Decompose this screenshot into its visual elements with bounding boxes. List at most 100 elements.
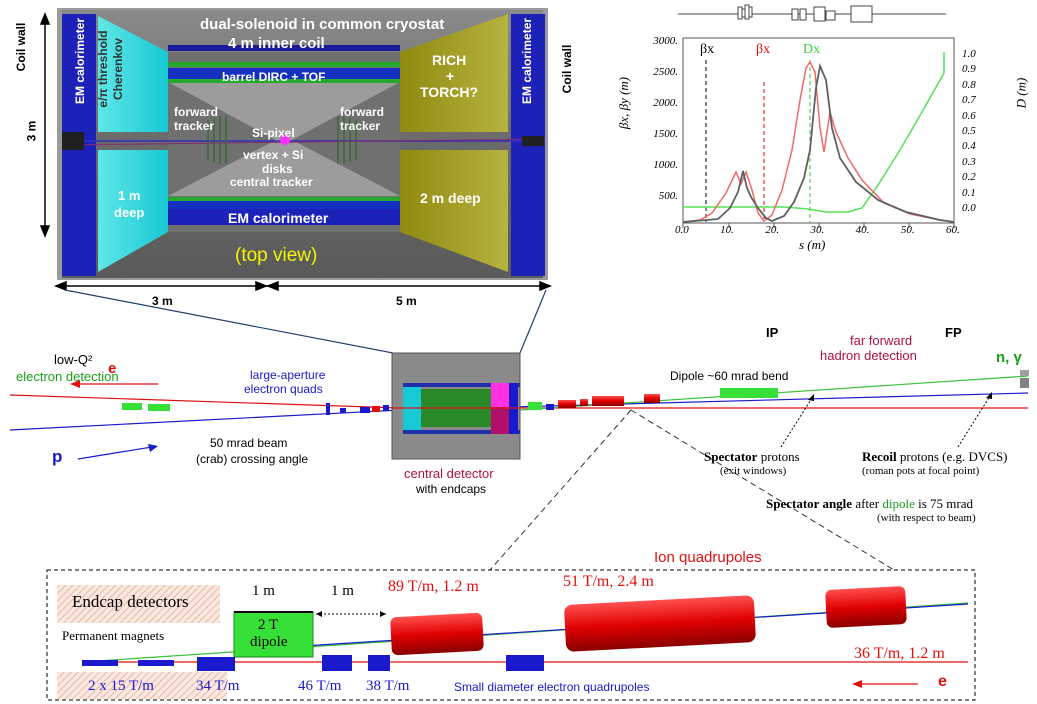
optics-y-tick-right: 0.9 xyxy=(962,63,976,76)
central-detector-label-1: central detector xyxy=(404,466,494,481)
rich-label-3: TORCH? xyxy=(420,84,479,100)
crossing-angle-label-2: (crab) crossing angle xyxy=(196,452,309,466)
optics-y-tick-right: 0.5 xyxy=(962,125,976,137)
optics-x-tick: 40. xyxy=(855,224,870,236)
optics-y-tick-left: 3000. xyxy=(653,35,678,47)
optics-y-tick-left: 2500. xyxy=(653,66,678,78)
optics-y-tick-right: 0.2 xyxy=(962,171,976,184)
optics-y-tick-left: 500. xyxy=(658,190,678,202)
one-m-deep-label-2: deep xyxy=(114,205,145,220)
barrel-dirc-label: barrel DIRC + TOF xyxy=(222,70,326,84)
proton-beam-label: p xyxy=(52,447,63,466)
spectator-angle-sub-label: (with respect to beam) xyxy=(877,512,976,524)
two-m-deep-label: 2 m deep xyxy=(420,190,481,206)
optics-y-tick-right: 0.1 xyxy=(962,186,976,199)
spectator-bold: Spectator xyxy=(704,449,758,464)
fp-label: FP xyxy=(945,325,962,340)
dipole-length-label: 1 m xyxy=(252,583,275,599)
dipole-bend-label: Dipole ~60 mrad bend xyxy=(670,369,789,383)
optics-y-tick-right: 1.0 xyxy=(962,48,976,60)
ion-quadrupoles-label: Ion quadrupoles xyxy=(654,549,762,566)
quad3-label: 36 T/m, 1.2 m xyxy=(854,645,945,662)
large-aperture-label-2: electron quads xyxy=(244,382,323,396)
low-q2-label-2: electron detection xyxy=(16,369,119,384)
optics-y-tick-left: 1500. xyxy=(653,128,678,140)
optics-x-tick: 0.0 xyxy=(675,224,689,236)
small-quads-label: Small diameter electron quadrupoles xyxy=(454,680,650,694)
optics-label-betax-black: βx xyxy=(700,42,715,57)
spectator-angle-label: Spectator angle after dipole is 75 mrad xyxy=(766,496,973,512)
pm1-label: 2 x 15 T/m xyxy=(88,678,154,694)
optics-label-betax-red: βx xyxy=(756,42,771,57)
optics-x-tick: 10. xyxy=(720,224,734,236)
recoil-sub-label: (roman pots at focal point) xyxy=(862,465,980,477)
optics-x-tick: 60. xyxy=(946,224,960,236)
large-aperture-label-1: large-aperture xyxy=(250,368,326,382)
spectator-angle-bold: Spectator angle xyxy=(766,496,853,511)
optics-y-tick-right: 0.6 xyxy=(962,109,976,122)
recoil-protons-label: Recoil protons (e.g. DVCS) xyxy=(862,449,1008,465)
pm3-label: 46 T/m xyxy=(298,678,342,694)
detector-title-line2: 4 m inner coil xyxy=(228,35,325,52)
optics-y-tick-right: 0.4 xyxy=(962,140,976,153)
one-m-deep-label-1: 1 m xyxy=(118,188,141,203)
si-pixel-label-2: vertex + Si xyxy=(243,148,304,162)
pm2-label: 34 T/m xyxy=(196,678,240,694)
width-left-label: 3 m xyxy=(152,294,173,308)
spectator-angle-end: is 75 mrad xyxy=(914,496,974,511)
recoil-bold: Recoil xyxy=(862,449,897,464)
spectator-protons-label: Spectator protons xyxy=(704,449,800,465)
quad1-label: 89 T/m, 1.2 m xyxy=(388,578,479,595)
detector-title-line1: dual-solenoid in common cryostat xyxy=(200,16,445,33)
optics-x-label: s (m) xyxy=(799,237,826,252)
central-detector-label-2: with endcaps xyxy=(416,482,487,496)
optics-x-tick: 50. xyxy=(900,224,915,236)
optics-x-tick: 20. xyxy=(765,224,780,236)
forward-tracker-right-1: forward xyxy=(340,105,385,119)
low-q2-label-1: low-Q² xyxy=(54,352,93,367)
central-tracker-label: central tracker xyxy=(230,175,313,189)
optics-label-dx: Dx xyxy=(803,42,821,57)
dipole-name-label: dipole xyxy=(250,634,288,650)
spectator-rest: protons xyxy=(757,449,800,464)
rich-label-2: + xyxy=(446,68,455,84)
crossing-angle-label-1: 50 mrad beam xyxy=(210,436,288,450)
spectator-angle-mid: after xyxy=(852,496,883,511)
forward-tracker-right-2: tracker xyxy=(340,119,381,133)
permanent-magnets-label: Permanent magnets xyxy=(62,628,165,643)
optics-x-tick: 30. xyxy=(810,224,825,236)
dipole-field-label: 2 T xyxy=(258,617,279,633)
forward-tracker-left-2: tracker xyxy=(174,119,215,133)
gap-length-label: 1 m xyxy=(331,583,354,599)
optics-y-tick-right: 0.3 xyxy=(962,155,976,168)
pm4-label: 38 T/m xyxy=(366,678,410,694)
electron-beam-label: e xyxy=(108,360,117,377)
rich-label-1: RICH xyxy=(432,52,467,68)
width-right-label: 5 m xyxy=(396,294,417,308)
recoil-rest: protons (e.g. DVCS) xyxy=(896,449,1008,464)
inset-electron-label: e xyxy=(938,673,947,690)
spectator-sub-label: (exit windows) xyxy=(720,465,787,477)
far-forward-label-2: hadron detection xyxy=(820,348,917,363)
optics-y-tick-right: 0.0 xyxy=(962,202,976,214)
top-view-label: (top view) xyxy=(235,245,318,266)
ion-quadrupole-magnets xyxy=(390,586,907,656)
optics-y-tick-left: 1000. xyxy=(653,159,678,171)
optics-y-tick-right: 0.7 xyxy=(962,94,976,107)
ip-label: IP xyxy=(766,325,779,340)
endcap-detectors-label: Endcap detectors xyxy=(72,592,189,611)
optics-y-tick-left: 2000. xyxy=(653,97,678,109)
si-pixel-label-1: Si-pixel xyxy=(252,126,295,140)
em-calorimeter-bottom-label: EM calorimeter xyxy=(228,210,329,226)
spectator-angle-dipole: dipole xyxy=(882,496,915,511)
forward-tracker-left-1: forward xyxy=(174,105,219,119)
optics-y-tick-right: 0.8 xyxy=(962,78,976,91)
si-pixel-label-3: disks xyxy=(262,162,293,176)
far-forward-label-1: far forward xyxy=(850,333,913,348)
n-gamma-label: n, γ xyxy=(996,349,1022,366)
